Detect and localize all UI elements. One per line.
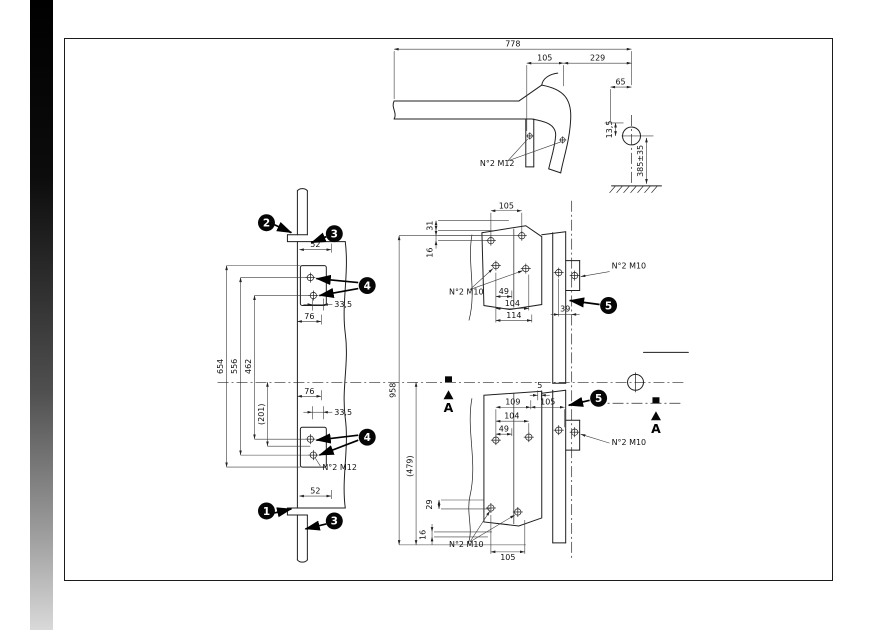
callout-5-number: 5 xyxy=(605,300,612,312)
bolt-spec-m10-upper-right: N°2 M10 xyxy=(612,262,647,271)
page-edge-gradient xyxy=(30,0,53,630)
body-break-line xyxy=(467,398,474,545)
bolt-spec-m10-lower-left: N°2 M10 xyxy=(449,540,484,549)
dim-13-5: 13,5 xyxy=(605,121,614,139)
callout-5-number: 5 xyxy=(595,393,602,405)
bolt-icon xyxy=(305,433,316,445)
dim-104-upper: 104 xyxy=(505,299,520,308)
dim-105-upper: 105 xyxy=(499,201,514,210)
dim-114: 114 xyxy=(506,311,521,320)
callout-3-bottom: 3 xyxy=(304,512,343,531)
section-marker-a-left: A xyxy=(443,376,454,415)
callout-4-upper: 4 xyxy=(315,274,376,298)
bolt-spec-m10-upper-left: N°2 M10 xyxy=(449,288,484,297)
bolt-icon xyxy=(485,502,497,514)
left-view: 52 33,5 76 76 33,5 N°2 M1 xyxy=(216,188,376,563)
callout-3-number: 3 xyxy=(331,516,338,528)
dim-49-lower: 49 xyxy=(499,425,509,434)
section-marker-a-right: A xyxy=(650,397,661,436)
bolt-spec-m10-lower-right: N°2 M10 xyxy=(612,438,647,447)
dim-229: 229 xyxy=(590,54,605,63)
callout-4-number: 4 xyxy=(364,432,371,444)
dim-65: 65 xyxy=(615,78,625,87)
callout-5-lower: 5 xyxy=(567,389,608,407)
bolt-icon xyxy=(558,136,567,144)
dim-105-bottom: 105 xyxy=(500,553,515,562)
technical-drawing: 778 105 229 65 13,5 385±35 xyxy=(216,40,689,563)
callout-2: 2 xyxy=(257,214,293,234)
dim-76-bottom: 76 xyxy=(304,387,314,396)
section-label: A xyxy=(651,421,661,436)
dim-479: (479) xyxy=(406,455,415,476)
center-view: 958 (479) xyxy=(217,200,689,562)
bolt-icon xyxy=(308,290,319,301)
dim-16-lower: 16 xyxy=(419,530,428,540)
dim-5: 5 xyxy=(537,381,542,390)
section-label: A xyxy=(444,400,454,415)
dim-76-top: 76 xyxy=(304,312,314,321)
bolt-spec-m12-top-view: N°2 M12 xyxy=(480,159,515,168)
mounting-plate-lower-left xyxy=(299,426,327,468)
callout-3-number: 3 xyxy=(331,228,338,240)
dim-52-top: 52 xyxy=(310,240,320,249)
bolt-icon xyxy=(525,132,534,140)
bolt-icon xyxy=(569,270,581,281)
mounting-plate-upper-left xyxy=(299,265,327,307)
dim-105-mid: 105 xyxy=(540,398,555,407)
dim-104-lower: 104 xyxy=(504,412,519,421)
dim-39: 39 xyxy=(560,304,570,313)
callout-2-number: 2 xyxy=(263,218,270,230)
dim-105-top: 105 xyxy=(537,54,552,63)
top-view: 778 105 229 65 13,5 385±35 xyxy=(392,40,662,194)
bolt-icon xyxy=(305,272,316,283)
dim-385: 385±35 xyxy=(636,145,645,177)
dim-556: 556 xyxy=(230,359,239,374)
dim-49-upper: 49 xyxy=(499,287,509,296)
bracket-upper xyxy=(481,225,543,311)
bolt-icon xyxy=(308,449,319,461)
dim-52-bottom: 52 xyxy=(310,487,320,496)
bolt-icon xyxy=(553,424,565,436)
dim-654: 654 xyxy=(216,359,225,374)
dim-958: 958 xyxy=(389,383,398,398)
body-break-line xyxy=(468,234,473,321)
callout-1: 1 xyxy=(257,502,293,520)
bolt-icon xyxy=(569,426,581,438)
dim-31: 31 xyxy=(426,221,435,231)
callout-4-number: 4 xyxy=(364,280,371,292)
dim-33-5-top: 33,5 xyxy=(334,300,352,309)
dim-109: 109 xyxy=(505,398,520,407)
bracket-lower xyxy=(483,390,543,527)
callout-3-top: 3 xyxy=(310,225,343,244)
drawing-frame: 778 105 229 65 13,5 385±35 xyxy=(64,38,833,581)
bolt-spec-m12-left-view: N°2 M12 xyxy=(322,463,357,472)
callout-4-lower: 4 xyxy=(315,428,376,456)
dim-778: 778 xyxy=(505,40,520,49)
section-arrow-icon xyxy=(650,411,661,421)
dim-462: 462 xyxy=(244,359,253,374)
dim-16-upper: 16 xyxy=(426,248,435,258)
callout-5-upper: 5 xyxy=(568,297,618,314)
callout-1-number: 1 xyxy=(263,506,270,518)
dim-33-5-bottom: 33,5 xyxy=(334,408,352,417)
dim-29: 29 xyxy=(425,499,434,509)
dim-201: (201) xyxy=(257,404,266,425)
rail-break-line xyxy=(343,241,347,509)
bolt-icon xyxy=(553,267,565,278)
section-arrow-icon xyxy=(443,390,454,400)
bolt-icon xyxy=(520,263,532,274)
